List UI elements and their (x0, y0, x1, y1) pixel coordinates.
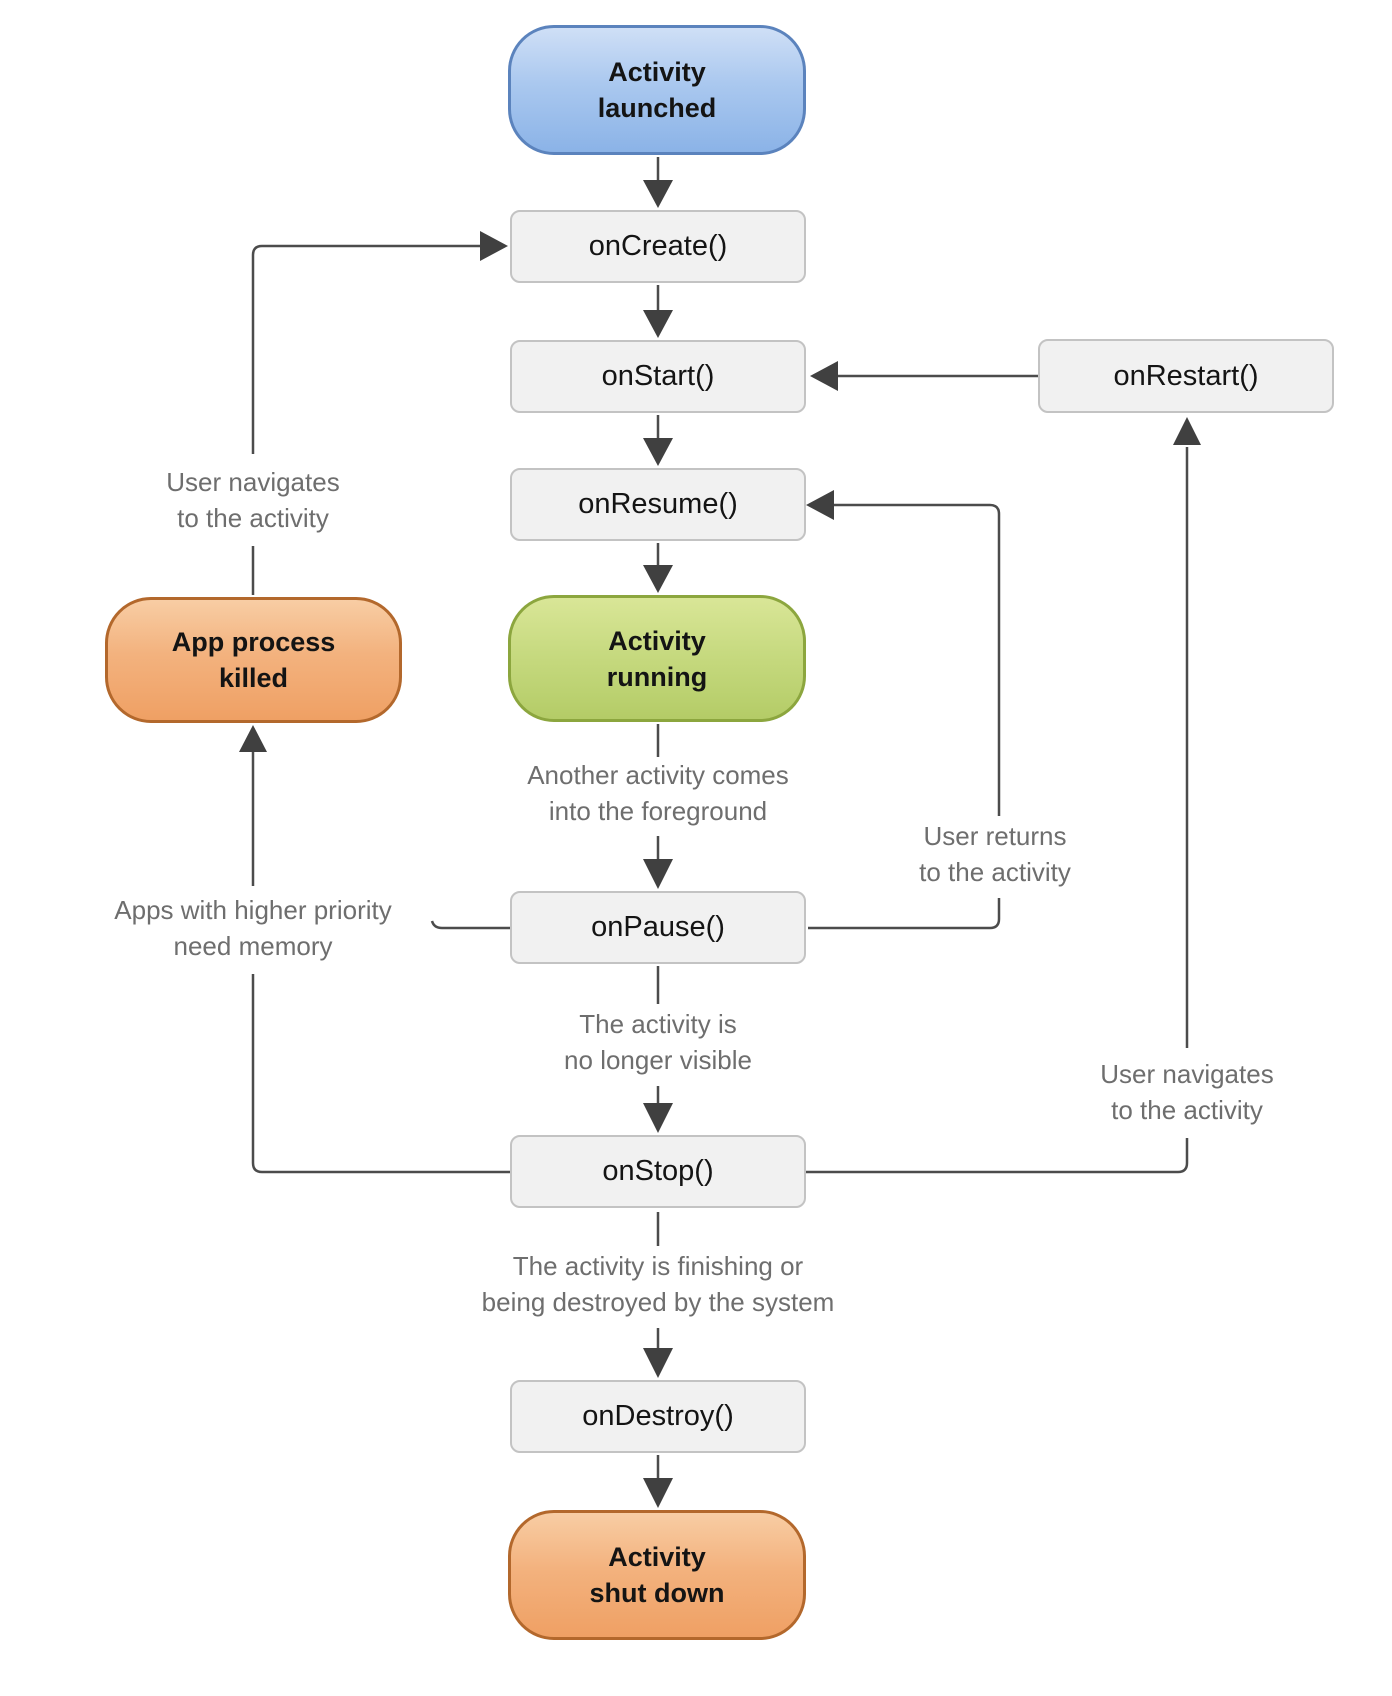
label-apps-priority: Apps with higher priority need memory (114, 895, 392, 961)
edge-onstop-onrestart (806, 417, 1201, 1174)
node-onpause: onPause() (510, 891, 806, 964)
label-finishing-destroyed: The activity is finishing or being destr… (481, 1251, 835, 1317)
edge-foreground-label-onpause (643, 836, 673, 889)
node-onstop: onStop() (510, 1135, 806, 1208)
node-onstart: onStart() (510, 340, 806, 413)
node-activity-launched: Activity launched (508, 25, 806, 155)
edge-onstop-appkilled (239, 725, 510, 1174)
label-user-returns: User returns to the activity (919, 821, 1071, 887)
node-onrestart: onRestart() (1038, 339, 1334, 413)
node-onresume: onResume() (510, 468, 806, 541)
edge-visible-label-onstop (643, 1086, 673, 1133)
edge-onrestart-onstart (810, 361, 1038, 391)
node-activity-shutdown: Activity shut down (508, 1510, 806, 1640)
edge-onstart-onresume (643, 415, 673, 466)
edge-appkilled-oncreate (251, 231, 508, 595)
edge-launched-oncreate (643, 157, 673, 208)
edge-onpause-onresume (806, 490, 1001, 930)
node-activity-running: Activity running (508, 595, 806, 722)
node-oncreate: onCreate() (510, 210, 806, 283)
label-no-longer-visible: The activity is no longer visible (564, 1009, 752, 1075)
label-another-activity: Another activity comes into the foregrou… (527, 760, 789, 826)
label-user-navigates-left: User navigates to the activity (166, 467, 340, 533)
node-ondestroy: onDestroy() (510, 1380, 806, 1453)
edge-oncreate-onstart (643, 285, 673, 338)
edge-onpause-priority-label (430, 920, 510, 930)
edge-finishing-label-ondestroy (643, 1328, 673, 1378)
node-app-process-killed: App process killed (105, 597, 402, 723)
edge-ondestroy-shutdown (643, 1455, 673, 1508)
edge-onresume-running (643, 543, 673, 593)
label-user-navigates-right: User navigates to the activity (1100, 1059, 1274, 1125)
